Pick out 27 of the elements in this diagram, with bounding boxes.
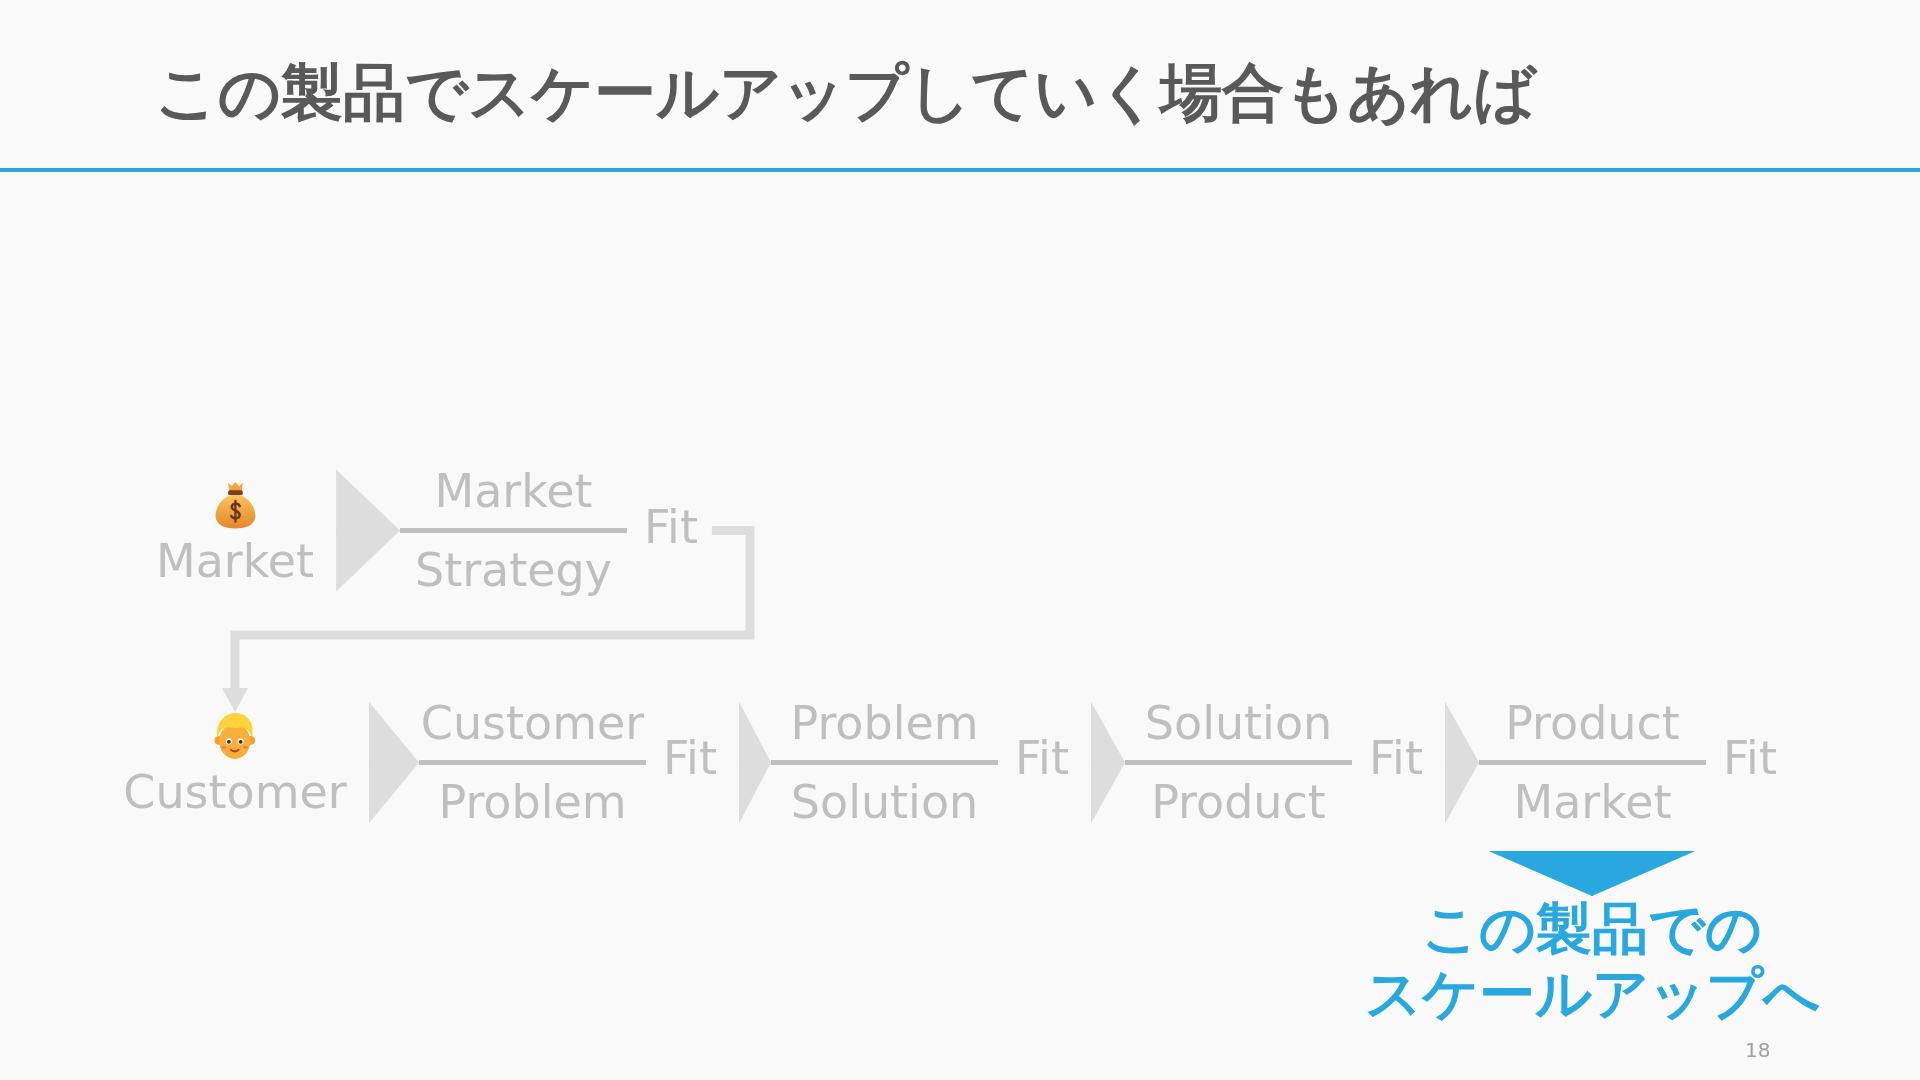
fraction-denominator: Solution (790, 775, 979, 829)
fraction-denominator: Product (1151, 775, 1326, 829)
block-arrow (1488, 850, 1696, 897)
chevron-arrow (335, 469, 401, 592)
fraction-numerator: Solution (1144, 696, 1333, 750)
fraction-denominator: Strategy (414, 543, 613, 597)
fraction-denominator: Problem (438, 775, 627, 829)
node-label: Customer (123, 765, 347, 819)
fraction-numerator: Market (434, 464, 593, 518)
fit-label: Fit (1369, 730, 1423, 785)
chevron-arrow (1089, 701, 1126, 824)
slide-title: この製品でスケールアップしていく場合もあれば (155, 55, 1536, 131)
page-number: 18 (1745, 1040, 1771, 1060)
elbow-arrow (222, 526, 755, 712)
fit-label: Fit (644, 499, 698, 554)
callout-text: この製品でのスケールアップへ (1364, 896, 1820, 1026)
fit-label: Fit (1723, 730, 1777, 785)
fraction-numerator: Problem (790, 696, 979, 750)
fraction-numerator: Product (1505, 696, 1680, 750)
chevron-arrow (737, 701, 772, 824)
chevron-arrow (1443, 701, 1480, 824)
fit-label: Fit (1015, 730, 1069, 785)
fraction-numerator: Customer (420, 696, 645, 750)
fit-label: Fit (663, 730, 717, 785)
node-label: Market (155, 534, 315, 588)
fraction-denominator: Market (1513, 775, 1672, 829)
chevron-arrow (367, 701, 420, 824)
